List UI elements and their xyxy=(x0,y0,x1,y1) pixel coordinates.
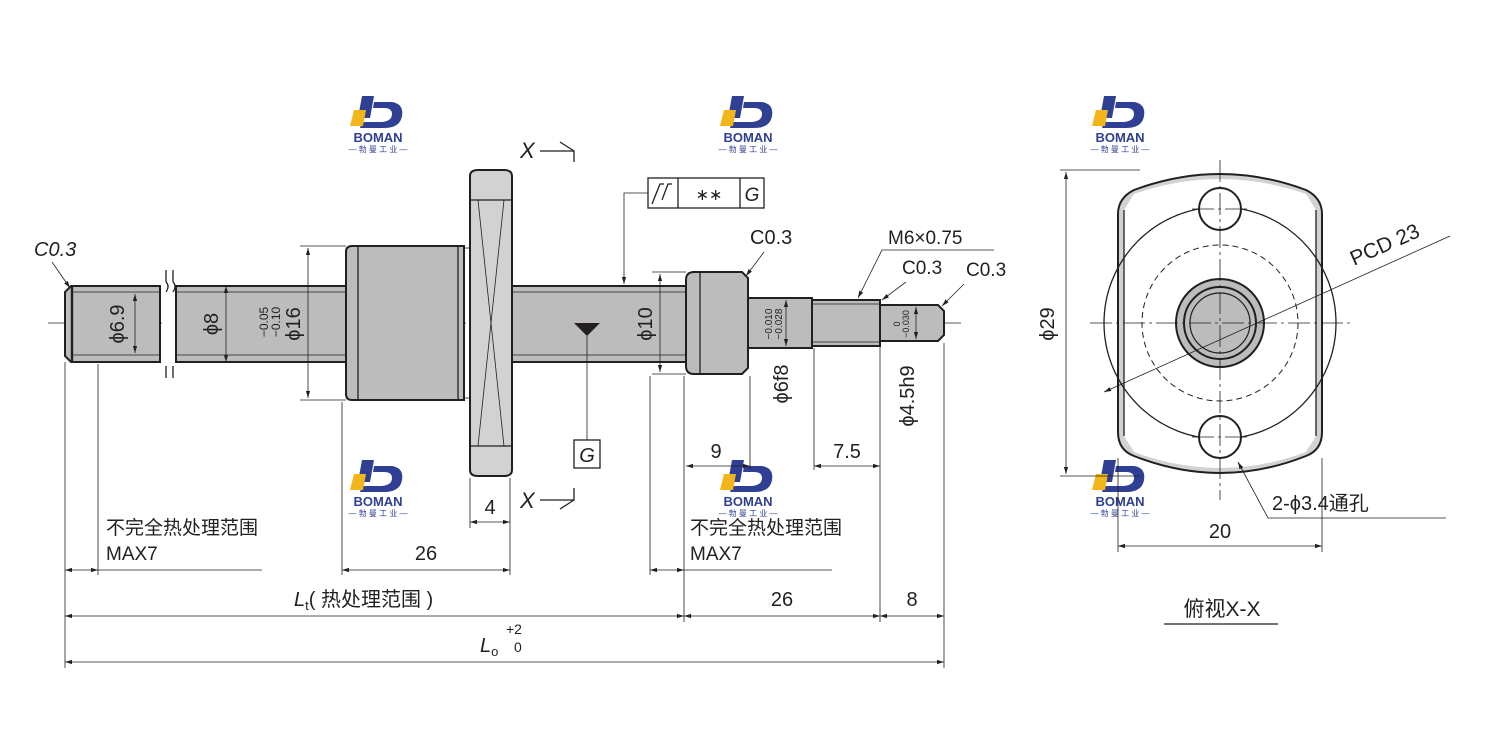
dim-phi29: ϕ29 xyxy=(1037,307,1059,340)
datum-g-box xyxy=(573,439,601,469)
thread-label: M6×0.75 xyxy=(888,228,962,249)
dim-26-left: 26 xyxy=(415,543,437,565)
section-x-bottom: X xyxy=(519,488,536,513)
end-view: PCD 23 ϕ29 2-ϕ3.4通孔 20 俯视X-X xyxy=(1037,160,1451,625)
logo-boman-3: BOMAN — 勃 曼 工 业 — xyxy=(1090,96,1150,154)
logo-sub: — 勃 曼 工 业 — xyxy=(1090,508,1149,518)
chamfer-left: C0.3 xyxy=(34,239,76,261)
tol45-lower: −0.030 xyxy=(901,310,911,338)
logo-boman-2: BOMAN — 勃 曼 工 业 — xyxy=(718,96,778,154)
chamfer-end: C0.3 xyxy=(966,260,1006,281)
dim-20: 20 xyxy=(1209,521,1231,543)
heat-left-line1: 不完全热处理范围 xyxy=(106,517,258,539)
logo-boman-6: BOMAN — 勃 曼 工 业 — xyxy=(1090,460,1150,518)
datum-g-label: G xyxy=(579,445,595,467)
heat-right-line2: MAX7 xyxy=(690,544,742,565)
dim-phi45h9: ϕ4.5h9 xyxy=(897,365,919,426)
tol16-lower: −0.10 xyxy=(269,306,283,337)
logo-name: BOMAN xyxy=(723,494,772,509)
holes-label: 2-ϕ3.4通孔 xyxy=(1272,492,1369,515)
logo-name: BOMAN xyxy=(723,130,772,145)
logo-sub: — 勃 曼 工 业 — xyxy=(718,508,777,518)
pcd-label: PCD 23 xyxy=(1347,220,1424,271)
thread-m6 xyxy=(811,299,881,347)
view-title: 俯视X-X xyxy=(1183,598,1260,621)
logo-sub: — 勃 曼 工 业 — xyxy=(1090,144,1149,154)
bearing-journal xyxy=(685,271,749,375)
section-x-top: X xyxy=(519,138,536,163)
runout-icon xyxy=(651,183,672,205)
chamfer-thread: C0.3 xyxy=(902,258,942,279)
heat-left-line2: MAX7 xyxy=(106,544,158,565)
logo-boman-4: BOMAN — 勃 曼 工 业 — xyxy=(348,460,408,518)
dim-4: 4 xyxy=(484,497,495,519)
tol6-upper: −0.010 xyxy=(764,308,775,339)
logo-sub: — 勃 曼 工 业 — xyxy=(348,508,407,518)
logo-name: BOMAN xyxy=(1095,494,1144,509)
dim-lt: Lt( 热处理范围 ) xyxy=(294,588,433,613)
shaft-step-6f8 xyxy=(747,297,813,349)
dim-lo: Lo xyxy=(480,635,498,659)
fcf-tolerance: ∗∗ xyxy=(696,187,723,204)
logo-boman-1: BOMAN — 勃 曼 工 业 — xyxy=(348,96,408,154)
ball-nut-body xyxy=(345,245,465,401)
logo-sub: — 勃 曼 工 业 — xyxy=(348,144,407,154)
logo-name: BOMAN xyxy=(353,494,402,509)
dim-lo-tol-up: +2 xyxy=(506,621,522,637)
shaft-break xyxy=(162,282,176,366)
chamfer-journal: C0.3 xyxy=(750,227,792,249)
tol16-upper: −0.05 xyxy=(257,306,271,337)
dim-phi8: ϕ8 xyxy=(201,313,223,335)
logo-sub: — 勃 曼 工 业 — xyxy=(718,144,777,154)
dim-phi10: ϕ10 xyxy=(635,307,657,340)
datum-triangle xyxy=(574,323,600,336)
logo-boman-5: BOMAN — 勃 曼 工 业 — xyxy=(718,460,778,518)
dim-phi16: ϕ16 xyxy=(283,307,305,340)
dim-phi6f8: ϕ6f8 xyxy=(771,364,793,403)
heat-right-line1: 不完全热处理范围 xyxy=(690,517,842,539)
side-view: G ∗∗ G X X C0.3 C0.3 M6×0.75 C0.3 C0.3 ϕ… xyxy=(34,138,1006,668)
fcf-datum: G xyxy=(745,185,760,206)
shaft-end-45h9 xyxy=(879,304,945,342)
logo-name: BOMAN xyxy=(353,130,402,145)
tol45-upper: 0 xyxy=(892,321,902,326)
dim-lo-tol-down: 0 xyxy=(514,639,522,655)
dim-phi69: ϕ6.9 xyxy=(107,304,129,343)
dim-26-right: 26 xyxy=(771,589,793,611)
tol6-lower: −0.028 xyxy=(774,308,785,339)
dim-8: 8 xyxy=(906,589,917,611)
dim-75: 7.5 xyxy=(833,441,861,463)
dim-9: 9 xyxy=(710,441,721,463)
logo-name: BOMAN xyxy=(1095,130,1144,145)
